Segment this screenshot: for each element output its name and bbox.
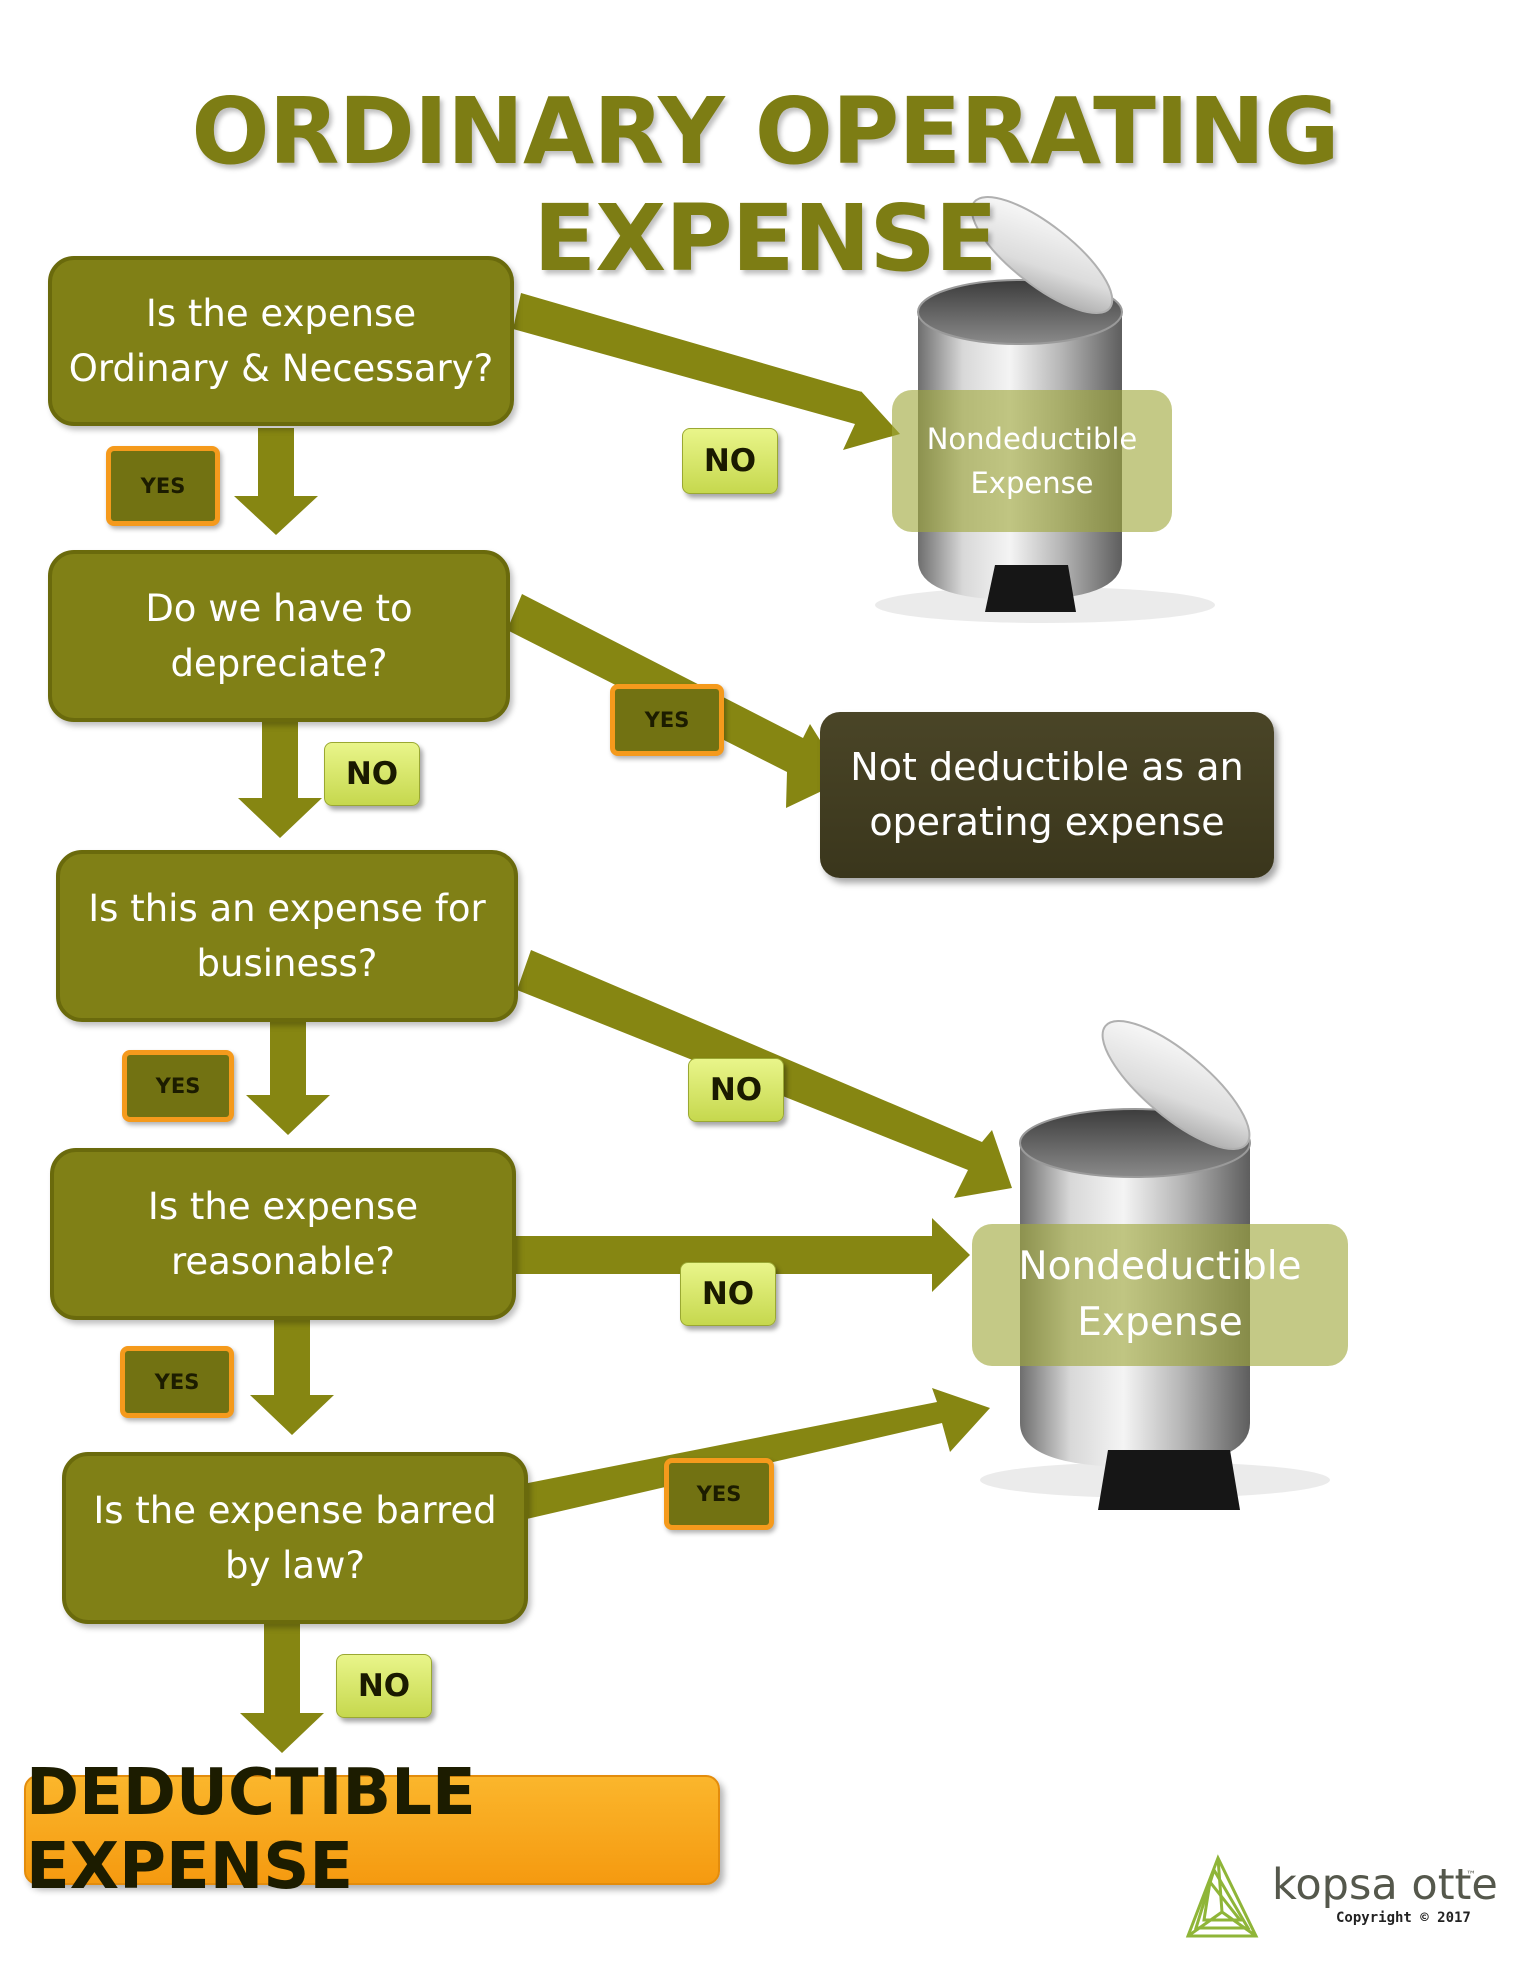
yes-badge-q1: YES (106, 446, 220, 526)
outcome-line1: Nondeductible (926, 422, 1138, 456)
question-line1: Is this an expense for (88, 887, 486, 930)
no-badge-q1: NO (682, 428, 778, 494)
question-line2: by law? (224, 1544, 365, 1587)
outcome-line2: Expense (970, 466, 1094, 500)
arrow-q3-to-q4 (246, 1020, 330, 1135)
not-operating-expense-box: Not deductible as an operating expense (820, 712, 1274, 878)
question-line2: business? (196, 942, 378, 985)
outcome-line1: Nondeductible (1018, 1244, 1302, 1289)
yes-badge-q4: YES (120, 1346, 234, 1418)
kopsa-otte-logo-icon (1185, 1854, 1259, 1938)
yes-badge-q2: YES (610, 684, 724, 756)
no-badge-q4: NO (680, 1262, 776, 1326)
question-line2: reasonable? (170, 1240, 396, 1283)
question-barred-by-law: Is the expense barred by law? (62, 1452, 528, 1624)
arrow-q1-to-q2 (234, 428, 318, 535)
outcome-line2: Expense (1077, 1300, 1243, 1345)
question-depreciate: Do we have to depreciate? (48, 550, 510, 722)
no-badge-q2: NO (324, 742, 420, 806)
question-reasonable: Is the expense reasonable? (50, 1148, 516, 1320)
page-title: ORDINARY OPERATING EXPENSE (191, 78, 1339, 292)
arrow-q4-to-q5 (250, 1318, 334, 1435)
question-line1: Is the expense barred (93, 1489, 497, 1532)
outcome-line2: operating expense (869, 800, 1225, 844)
question-line1: Is the expense (147, 1185, 419, 1228)
outcome-line1: Not deductible as an (850, 745, 1244, 789)
copyright-text: Copyright © 2017 (1336, 1910, 1471, 1926)
question-line1: Do we have to (145, 587, 413, 630)
arrow-q2-to-q3 (238, 722, 322, 838)
question-line1: Is the expense (145, 292, 417, 335)
no-badge-q3: NO (688, 1058, 784, 1122)
arrow-q1-no-to-nondeductible (513, 293, 900, 450)
deductible-expense-box: DEDUCTIBLE EXPENSE (24, 1756, 720, 1904)
question-line2: depreciate? (170, 642, 388, 685)
arrow-q5-to-deductible (240, 1620, 324, 1753)
question-business-expense: Is this an expense for business? (56, 850, 518, 1022)
question-line2: Ordinary & Necessary? (68, 347, 494, 390)
yes-badge-q5: YES (664, 1458, 774, 1530)
arrow-q4-no-to-nondeductible (512, 1218, 970, 1292)
brand-name: kopsa otte (1272, 1860, 1498, 1910)
brand-trademark: ™ (1466, 1870, 1476, 1881)
arrow-q5-yes-to-nondeductible (518, 1388, 990, 1521)
no-badge-q5: NO (336, 1654, 432, 1718)
yes-badge-q3: YES (122, 1050, 234, 1122)
